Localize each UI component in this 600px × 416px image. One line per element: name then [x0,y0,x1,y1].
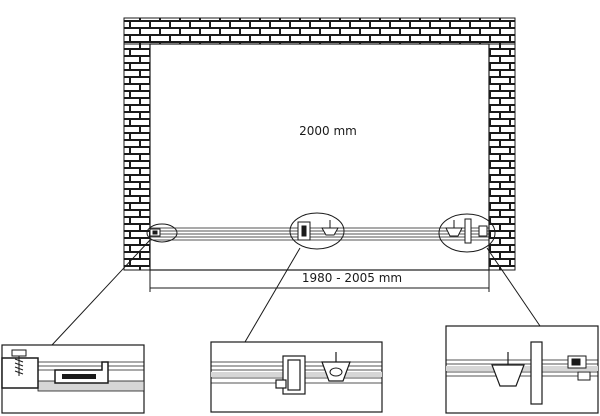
end-cap [567,355,591,381]
brick-wall [123,17,516,271]
width-label: 1980 - 2005 mm [302,271,402,285]
screw-icon [11,349,27,376]
magnifier-circle-icon [438,213,496,253]
detail-callout-right [445,325,599,414]
height-label: 2000 mm [299,124,357,138]
brick-wall-top [123,17,516,45]
detail-callout-left [1,344,145,414]
middle-roller-assembly [297,220,339,241]
roller-wheel-icon [321,361,351,382]
roller-wheel-icon [321,227,339,236]
left-wall-profile [149,228,161,237]
right-roller-assembly [445,218,488,244]
handle-bracket [275,355,306,395]
door-opening [149,43,490,271]
door-rails [150,227,489,241]
brick-wall-left [123,43,151,271]
roller-wheel-icon [445,227,463,237]
brick-wall-right [488,43,516,271]
width-dimension [149,270,490,292]
door-stop-bar [530,341,543,405]
leader-lines [51,239,541,346]
magnifier-circle-icon [289,212,345,250]
magnifier-circle-icon [146,223,178,243]
roller-wheel-icon [491,364,525,387]
detail-callout-middle [210,341,383,413]
